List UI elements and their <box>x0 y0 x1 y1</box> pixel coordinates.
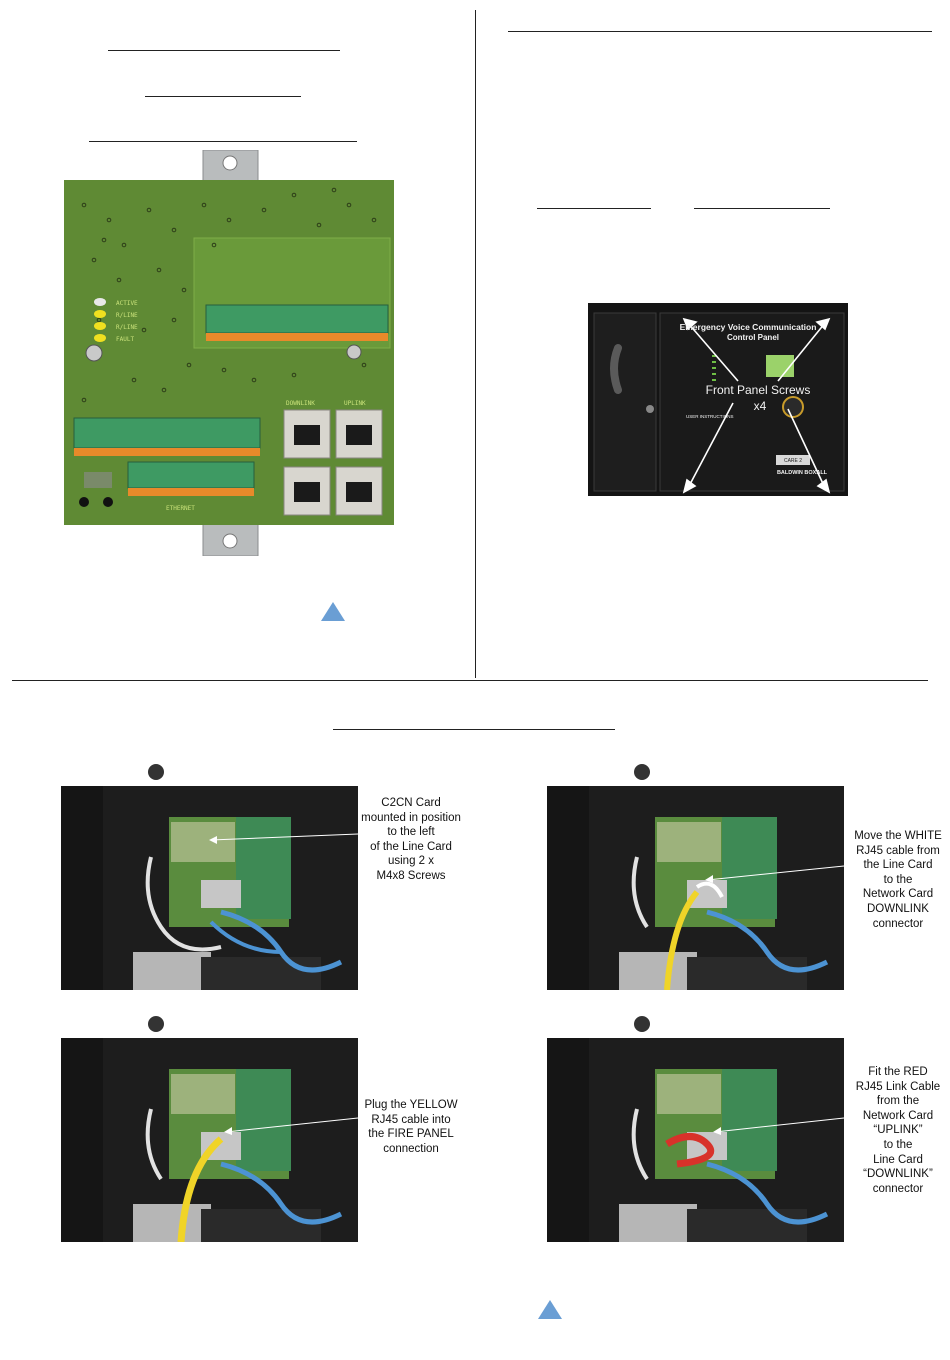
led-label-fault: FAULT <box>116 336 134 343</box>
left-heading-line-2 <box>145 96 301 97</box>
front-panel-instructions: USER INSTRUCTIONS <box>686 414 734 419</box>
rj45-label-uplink: UPLINK <box>344 400 366 407</box>
left-heading-line-1 <box>108 50 340 51</box>
back-to-top-arrow-icon-bottom[interactable] <box>538 1300 562 1319</box>
rj45-label-downlink: DOWNLINK <box>286 400 315 407</box>
front-panel-title-1: Emergency Voice Communication <box>680 322 817 332</box>
step-4-photo <box>547 1014 844 1242</box>
step-4-caption: Fit the RED RJ45 Link Cable from the Net… <box>855 1066 941 1195</box>
bottom-heading-line <box>333 729 615 730</box>
section-divider <box>12 680 928 681</box>
front-panel-title-2: Control Panel <box>727 333 779 342</box>
front-panel-photo: Emergency Voice Communication Control Pa… <box>588 303 848 496</box>
step-2-caption: Move the WHITE RJ45 cable from the Line … <box>854 830 942 930</box>
network-card-photo: ACTIVE R/LINE R/LINE FAULT DOWNLINK UPLI… <box>64 149 394 557</box>
led-label-active: ACTIVE <box>116 300 138 307</box>
right-heading-line <box>508 31 932 32</box>
step-2-photo <box>547 762 844 990</box>
front-panel-model: CARE 2 <box>784 458 802 464</box>
step-1-caption: C2CN Card mounted in position to the lef… <box>361 797 461 882</box>
step-3-caption: Plug the YELLOW RJ45 cable into the FIRE… <box>364 1099 458 1155</box>
led-label-rline-2: R/LINE <box>116 324 138 331</box>
led-label-rline-1: R/LINE <box>116 312 138 319</box>
step-3-photo <box>61 1014 358 1242</box>
right-subheading-line-2 <box>694 208 830 209</box>
right-subheading-line-1 <box>537 208 651 209</box>
back-to-top-arrow-icon[interactable] <box>321 602 345 621</box>
front-panel-screws-count: x4 <box>754 399 767 413</box>
front-panel-brand: BALDWIN BOXALL <box>777 470 828 476</box>
ethernet-label: ETHERNET <box>166 505 195 512</box>
front-panel-screws-annotation: Front Panel Screws <box>706 383 811 397</box>
left-heading-line-3 <box>89 141 357 142</box>
column-divider <box>475 10 476 678</box>
step-1-photo <box>61 762 358 990</box>
